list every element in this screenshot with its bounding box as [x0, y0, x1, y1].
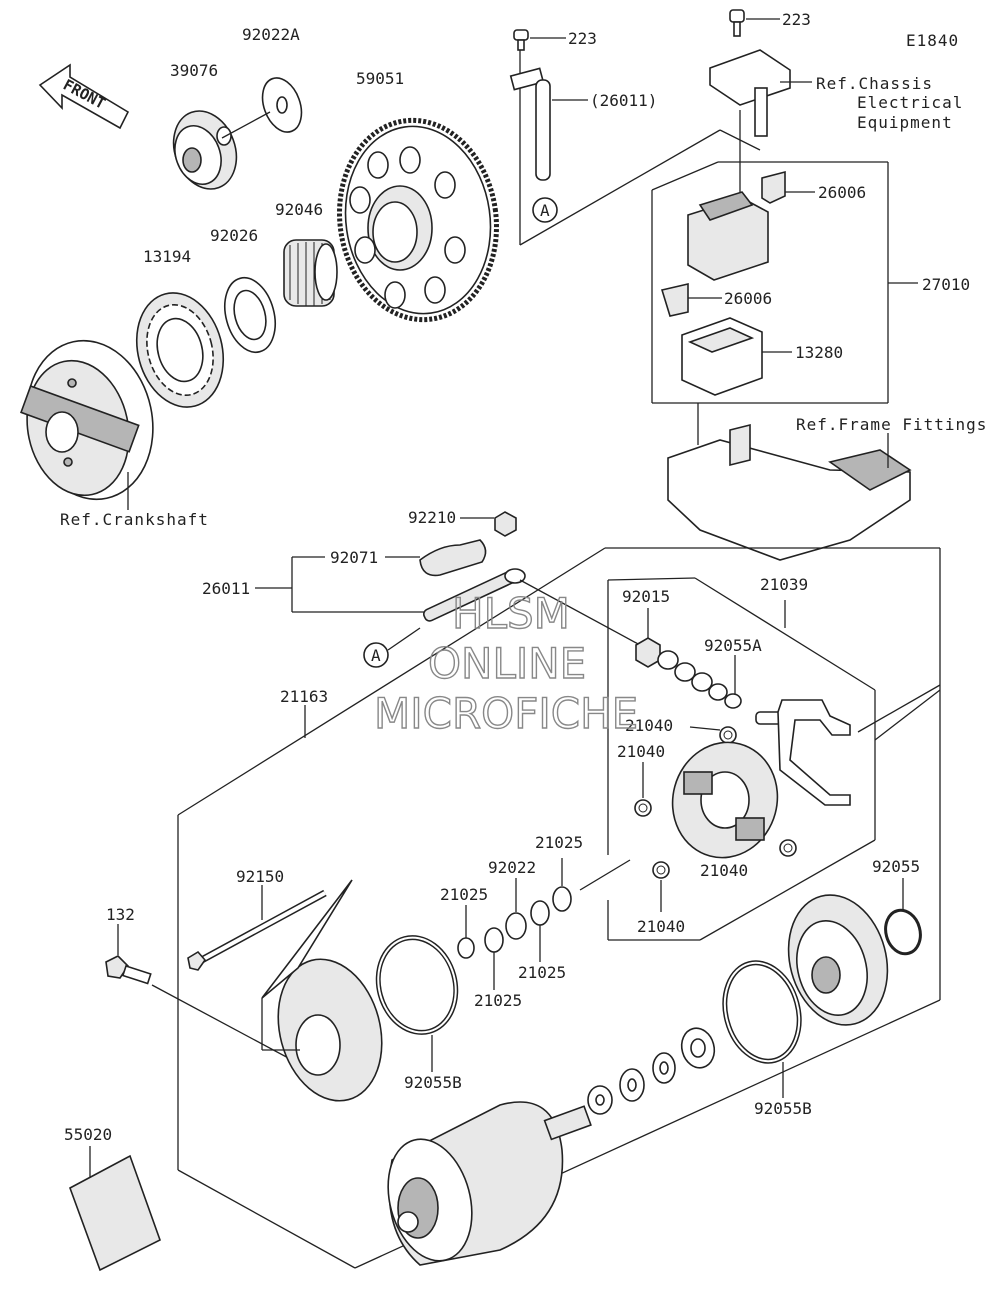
armature-washer-a-icon	[652, 1052, 676, 1084]
label-13280: 13280	[795, 343, 843, 362]
label-21163: 21163	[280, 687, 328, 706]
frame-fitting-tray-icon	[667, 423, 912, 561]
bearing-92046-icon	[283, 239, 338, 307]
label-223a: 223	[568, 29, 597, 48]
oring-92055b-left-icon	[375, 935, 459, 1035]
label-92022: 92022	[488, 858, 536, 877]
terminal-bracket-icon	[755, 699, 851, 806]
spring-21040-d-icon	[652, 861, 670, 879]
rear-end-cap-icon	[787, 894, 889, 1026]
armature-washer-c-icon	[587, 1085, 613, 1115]
spring-21040-b-icon	[634, 799, 652, 817]
callout-a-mid: A	[371, 646, 381, 665]
label-21040d: 21040	[637, 917, 685, 936]
gear-59051-icon	[337, 117, 499, 323]
ref-chassis-1: Ref.Chassis	[816, 74, 933, 93]
fuse-26006-lower-icon	[660, 282, 689, 317]
clutch-13194-icon	[135, 292, 225, 408]
label-26006a: 26006	[818, 183, 866, 202]
label-92055a: 92055A	[704, 636, 762, 655]
ref-chassis-2: Electrical	[857, 93, 963, 112]
label-92046: 92046	[275, 200, 323, 219]
washer-21025-b-icon	[484, 927, 504, 953]
label-92026: 92026	[210, 226, 258, 245]
washer-21025-d-icon	[552, 886, 572, 912]
callout-a-top: A	[540, 201, 550, 220]
label-21040c: 21040	[700, 861, 748, 880]
label-21040b: 21040	[617, 742, 665, 761]
starter-motor-body-icon	[69, 1101, 592, 1272]
spring-21040-a-icon	[719, 726, 737, 744]
washer-92022-icon	[505, 912, 527, 940]
label-92071: 92071	[330, 548, 378, 567]
thrust-plate-icon	[680, 1027, 716, 1069]
label-132: 132	[106, 905, 135, 924]
fuse-26006-upper-icon	[761, 170, 786, 204]
label-21039: 21039	[760, 575, 808, 594]
label-26011-bracket: (26011)	[590, 91, 657, 110]
brush-plate-icon	[671, 741, 779, 859]
starter-relay-icon	[687, 191, 769, 281]
gear-39076-icon	[172, 110, 238, 190]
label-92055b-right: 92055B	[754, 1099, 812, 1118]
washer-21025-c-icon	[530, 900, 550, 926]
label-13194: 13194	[143, 247, 191, 266]
bolt-223b-icon	[729, 9, 745, 37]
label-21025b: 21025	[474, 991, 522, 1010]
armature-washer-b-icon	[619, 1068, 645, 1102]
rotor-crankshaft-icon	[20, 339, 154, 501]
watermark: HLSM ONLINE MICROFICHE	[373, 588, 639, 738]
ref-chassis-3: Equipment	[857, 113, 953, 132]
terminal-cap-92071-icon	[419, 539, 487, 577]
label-39076: 39076	[170, 61, 218, 80]
diagram-code: E1840	[906, 31, 959, 50]
label-21025d: 21025	[535, 833, 583, 852]
washer-92026-icon	[224, 276, 276, 354]
bolt-132-icon	[105, 955, 152, 985]
through-bolt-92150-icon	[187, 889, 327, 971]
label-27010: 27010	[922, 275, 970, 294]
nut-92210-icon	[494, 511, 517, 537]
label-223b: 223	[782, 10, 811, 29]
oring-92055b-right-icon	[722, 960, 802, 1064]
label-21025c: 21025	[518, 963, 566, 982]
spring-21040-c-icon	[779, 839, 797, 857]
washers-stack-icon	[657, 650, 742, 709]
relay-holder-13280-icon	[681, 317, 763, 396]
washer-92022a-icon	[261, 77, 303, 133]
cable-26011-upper-icon	[509, 67, 551, 181]
ref-frame-fittings: Ref.Frame Fittings	[796, 415, 987, 434]
label-92022a: 92022A	[242, 25, 300, 44]
label-21025a: 21025	[440, 885, 488, 904]
label-92055b-left: 92055B	[404, 1073, 462, 1092]
watermark-line3: MICROFICHE	[374, 689, 638, 738]
watermark-line1: HLSM	[452, 589, 570, 638]
cable-26011-lower-icon	[422, 568, 526, 622]
label-92055: 92055	[872, 857, 920, 876]
label-59051: 59051	[356, 69, 404, 88]
oring-92055-icon	[884, 908, 922, 956]
watermark-line2: ONLINE	[428, 639, 586, 688]
front-cover-housing-icon	[261, 879, 383, 1102]
label-21040a: 21040	[625, 716, 673, 735]
label-55020: 55020	[64, 1125, 112, 1144]
nut-92015-icon	[635, 637, 661, 668]
front-arrow-icon: FRONT	[38, 63, 130, 130]
label-92015: 92015	[622, 587, 670, 606]
label-26011: 26011	[202, 579, 250, 598]
washer-21025-a-icon	[457, 937, 475, 959]
label-92150: 92150	[236, 867, 284, 886]
connector-cover-icon	[709, 49, 791, 137]
label-92210: 92210	[408, 508, 456, 527]
label-26006b: 26006	[724, 289, 772, 308]
bolt-223a-icon	[513, 29, 529, 51]
ref-crankshaft: Ref.Crankshaft	[60, 510, 209, 529]
